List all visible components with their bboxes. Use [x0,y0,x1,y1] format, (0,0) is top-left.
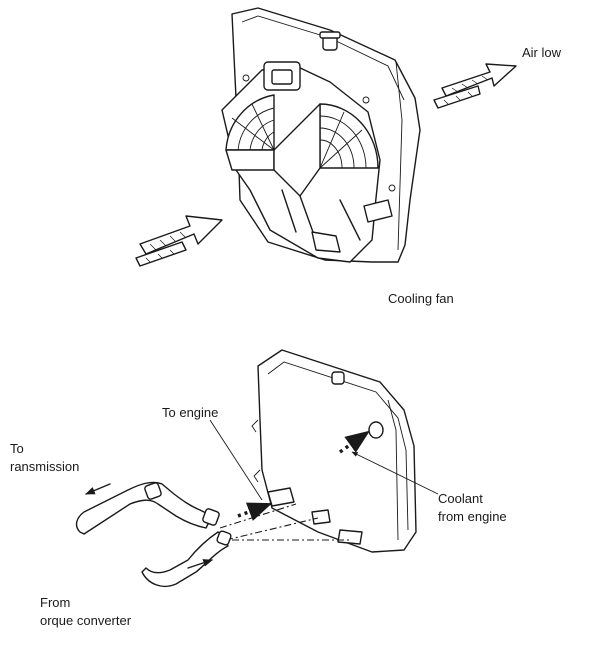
from-torque-label-line2: orque converter [40,613,132,628]
airflow-label: Air low [522,45,562,60]
to-transmission-label-line1: To [10,441,24,456]
from-torque-label-line1: From [40,595,71,610]
fan-guard-left [225,94,275,171]
to-engine-label: To engine [162,405,219,420]
fan-motor-icon [263,61,301,91]
to-transmission-label-line2: ransmission [10,459,80,474]
cooler-hose-from-converter [141,530,232,588]
cooling-fan-label: Cooling fan [388,291,454,306]
fan-guard-right [273,103,379,197]
coolant-inlet-neck [368,421,384,439]
coolant-label-line1: Coolant [438,491,483,506]
airflow-arrow-outlet [433,63,517,109]
coolant-label-line2: from engine [438,509,507,524]
radiator-fan-assembly [221,7,421,263]
cooler-hose-to-transmission [75,481,220,535]
lower-radiator-assembly [75,349,439,588]
lower-radiator-core [257,349,417,553]
lower-radiator-cap-icon [331,371,345,385]
airflow-arrow-inlet [135,215,223,267]
radiator-cap-icon [319,31,341,51]
